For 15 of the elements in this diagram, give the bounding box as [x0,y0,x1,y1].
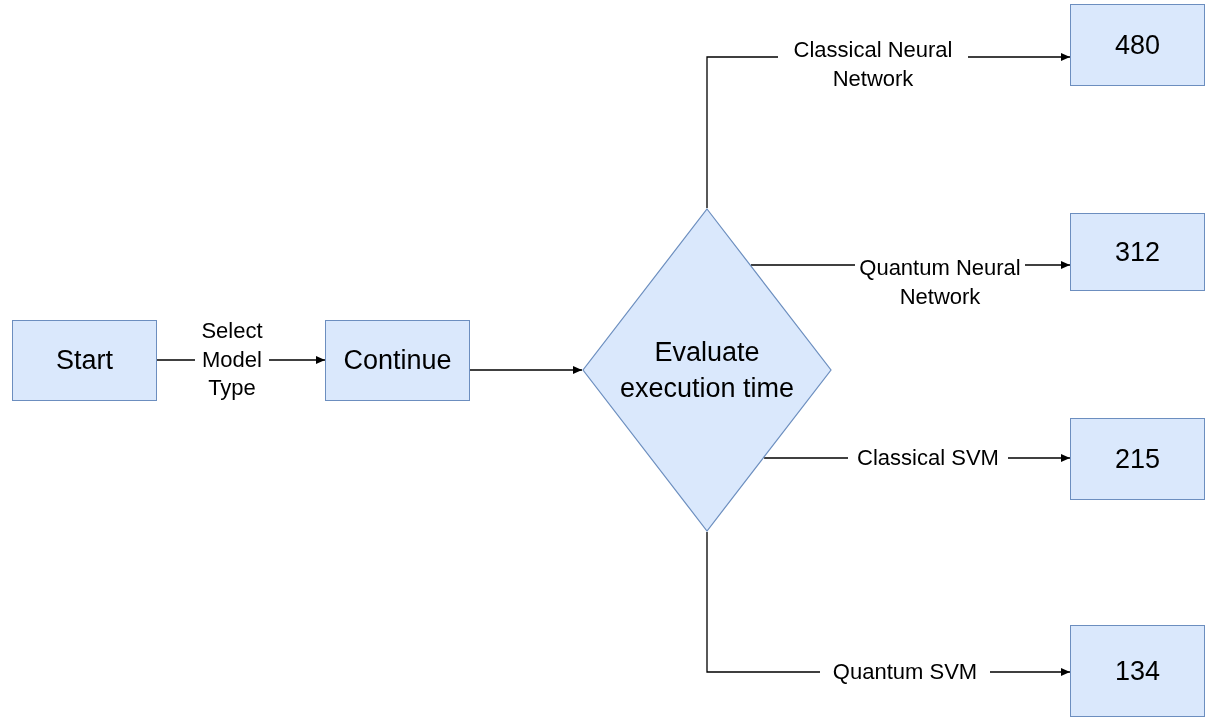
process-box [1070,625,1205,717]
node-text: 134 [1114,654,1161,688]
arrow [469,366,583,374]
node-text: Start [56,344,113,378]
process-box [1070,418,1205,500]
node-text: 312 [1114,235,1161,269]
process-box [1070,4,1205,86]
node-text: 480 [1114,28,1161,62]
node-text: 215 [1114,442,1161,476]
decision-diamond [582,208,832,532]
node-text: Continue [343,344,452,378]
process-box [12,320,157,401]
process-box [1070,213,1205,291]
node-text: Evaluate execution time [618,335,796,405]
process-box [325,320,470,401]
